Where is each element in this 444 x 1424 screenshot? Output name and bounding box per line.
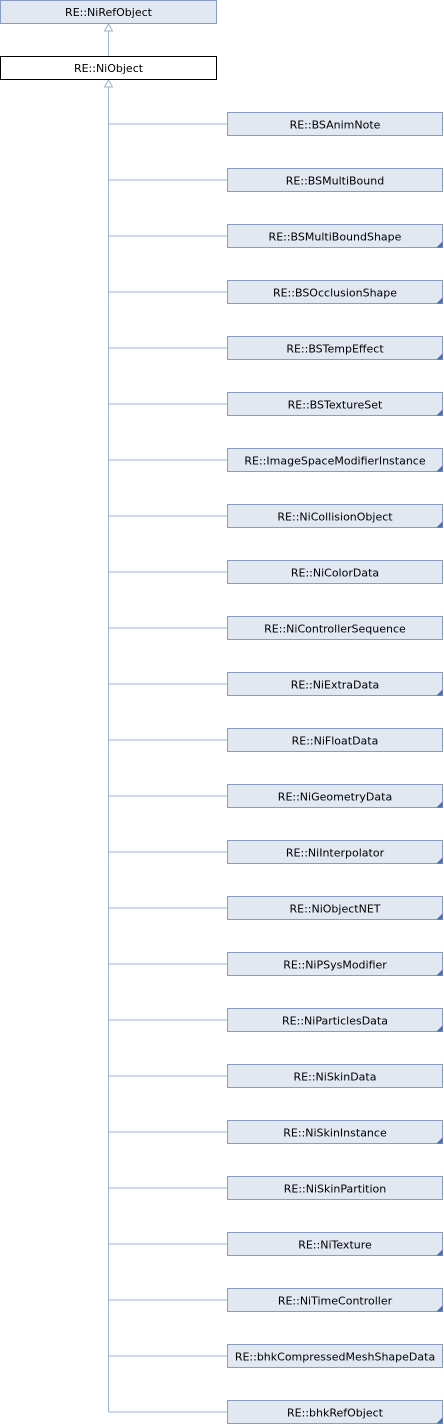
class-node-label: RE::BSTempEffect <box>286 343 384 356</box>
class-node-box <box>227 1344 443 1368</box>
class-node-box <box>227 1008 443 1032</box>
class-node-label: RE::bhkRefObject <box>287 1407 384 1420</box>
has-subclasses-marker-icon <box>436 857 443 864</box>
class-node[interactable]: RE::BSAnimNote <box>227 112 443 136</box>
has-subclasses-marker-icon <box>436 689 443 696</box>
inheritance-arrowhead <box>103 78 114 88</box>
class-node[interactable]: RE::NiTexture <box>227 1232 443 1256</box>
class-node[interactable]: RE::NiParticlesData <box>227 1008 443 1032</box>
class-node[interactable]: RE::BSMultiBoundShape <box>227 224 443 248</box>
class-node-label: RE::NiParticlesData <box>282 1015 388 1028</box>
class-node[interactable]: RE::NiSkinPartition <box>227 1176 443 1200</box>
class-node-box <box>227 672 443 696</box>
class-node[interactable]: RE::NiFloatData <box>227 728 443 752</box>
has-subclasses-marker-icon <box>436 465 443 472</box>
class-node-box <box>227 560 443 584</box>
class-node-box <box>227 392 443 416</box>
class-node-box <box>227 1232 443 1256</box>
class-node-label: RE::NiInterpolator <box>286 847 385 860</box>
has-subclasses-marker-icon <box>436 1417 443 1424</box>
class-node-label: RE::NiCollisionObject <box>277 511 393 524</box>
class-node-box <box>227 168 443 192</box>
class-node-box <box>227 224 443 248</box>
node-ni-object[interactable]: RE::NiObject <box>0 56 217 80</box>
class-node-box <box>227 448 443 472</box>
has-subclasses-marker-icon <box>436 409 443 416</box>
class-node-box <box>227 1120 443 1144</box>
has-subclasses-marker-icon <box>436 801 443 808</box>
class-node[interactable]: RE::NiPSysModifier <box>227 952 443 976</box>
has-subclasses-marker-icon <box>436 969 443 976</box>
class-node[interactable]: RE::NiColorData <box>227 560 443 584</box>
class-node-box <box>227 728 443 752</box>
class-node[interactable]: RE::BSTextureSet <box>227 392 443 416</box>
class-node-box <box>227 952 443 976</box>
class-node-label: RE::NiSkinData <box>294 1071 377 1084</box>
class-node-label: RE::NiGeometryData <box>278 791 392 804</box>
node-label: RE::NiObject <box>74 62 144 75</box>
class-node[interactable]: RE::bhkCompressedMeshShapeData <box>227 1344 443 1368</box>
class-node-box <box>227 1064 443 1088</box>
class-node-label: RE::NiControllerSequence <box>264 623 406 636</box>
class-node-box <box>227 336 443 360</box>
class-node-label: RE::BSAnimNote <box>290 119 381 132</box>
has-subclasses-marker-icon <box>436 1025 443 1032</box>
class-node-box <box>227 896 443 920</box>
class-node[interactable]: RE::ImageSpaceModifierInstance <box>227 448 443 472</box>
class-node-label: RE::bhkCompressedMeshShapeData <box>235 1351 435 1364</box>
has-subclasses-marker-icon <box>436 1249 443 1256</box>
class-node-label: RE::NiPSysModifier <box>283 959 387 972</box>
class-node-label: RE::BSMultiBound <box>286 175 384 188</box>
has-subclasses-marker-icon <box>436 353 443 360</box>
class-node[interactable]: RE::NiInterpolator <box>227 840 443 864</box>
has-subclasses-marker-icon <box>436 241 443 248</box>
class-node[interactable]: RE::BSOcclusionShape <box>227 280 443 304</box>
class-node-label: RE::NiTimeController <box>278 1295 393 1308</box>
class-node-box <box>227 784 443 808</box>
class-node[interactable]: RE::bhkRefObject <box>227 1400 443 1424</box>
class-node[interactable]: RE::NiObjectNET <box>227 896 443 920</box>
class-node-box <box>227 280 443 304</box>
class-node-label: RE::BSMultiBoundShape <box>269 231 402 244</box>
class-node[interactable]: RE::NiControllerSequence <box>227 616 443 640</box>
class-node-label: RE::ImageSpaceModifierInstance <box>244 455 425 468</box>
inheritance-arrowhead <box>103 22 114 32</box>
class-node-label: RE::NiColorData <box>291 567 379 580</box>
class-node-label: RE::NiObjectNET <box>289 903 380 916</box>
class-node[interactable]: RE::NiTimeController <box>227 1288 443 1312</box>
class-node-label: RE::NiExtraData <box>291 679 380 692</box>
class-node-label: RE::NiTexture <box>298 1239 372 1252</box>
class-node[interactable]: RE::BSTempEffect <box>227 336 443 360</box>
class-node-label: RE::BSOcclusionShape <box>273 287 397 300</box>
class-node[interactable]: RE::NiCollisionObject <box>227 504 443 528</box>
class-node-box <box>227 616 443 640</box>
class-node-box <box>227 112 443 136</box>
class-node[interactable]: RE::NiSkinInstance <box>227 1120 443 1144</box>
node-label: RE::NiRefObject <box>65 6 153 19</box>
class-node[interactable]: RE::BSMultiBound <box>227 168 443 192</box>
class-node-box <box>227 840 443 864</box>
class-node-box <box>227 1176 443 1200</box>
has-subclasses-marker-icon <box>436 1305 443 1312</box>
child-nodes: RE::BSAnimNoteRE::BSMultiBoundRE::BSMult… <box>227 112 443 1424</box>
class-node[interactable]: RE::NiExtraData <box>227 672 443 696</box>
node-ni-ref-object[interactable]: RE::NiRefObject <box>0 0 217 24</box>
class-node-label: RE::NiSkinPartition <box>284 1183 387 1196</box>
class-node-box <box>227 504 443 528</box>
has-subclasses-marker-icon <box>436 913 443 920</box>
class-node-box <box>227 1288 443 1312</box>
class-node[interactable]: RE::NiGeometryData <box>227 784 443 808</box>
class-node[interactable]: RE::NiSkinData <box>227 1064 443 1088</box>
class-node-label: RE::NiSkinInstance <box>283 1127 387 1140</box>
class-node-label: RE::BSTextureSet <box>288 399 383 412</box>
has-subclasses-marker-icon <box>436 521 443 528</box>
has-subclasses-marker-icon <box>436 297 443 304</box>
has-subclasses-marker-icon <box>436 1137 443 1144</box>
edges <box>103 22 228 1413</box>
class-node-label: RE::NiFloatData <box>292 735 379 748</box>
